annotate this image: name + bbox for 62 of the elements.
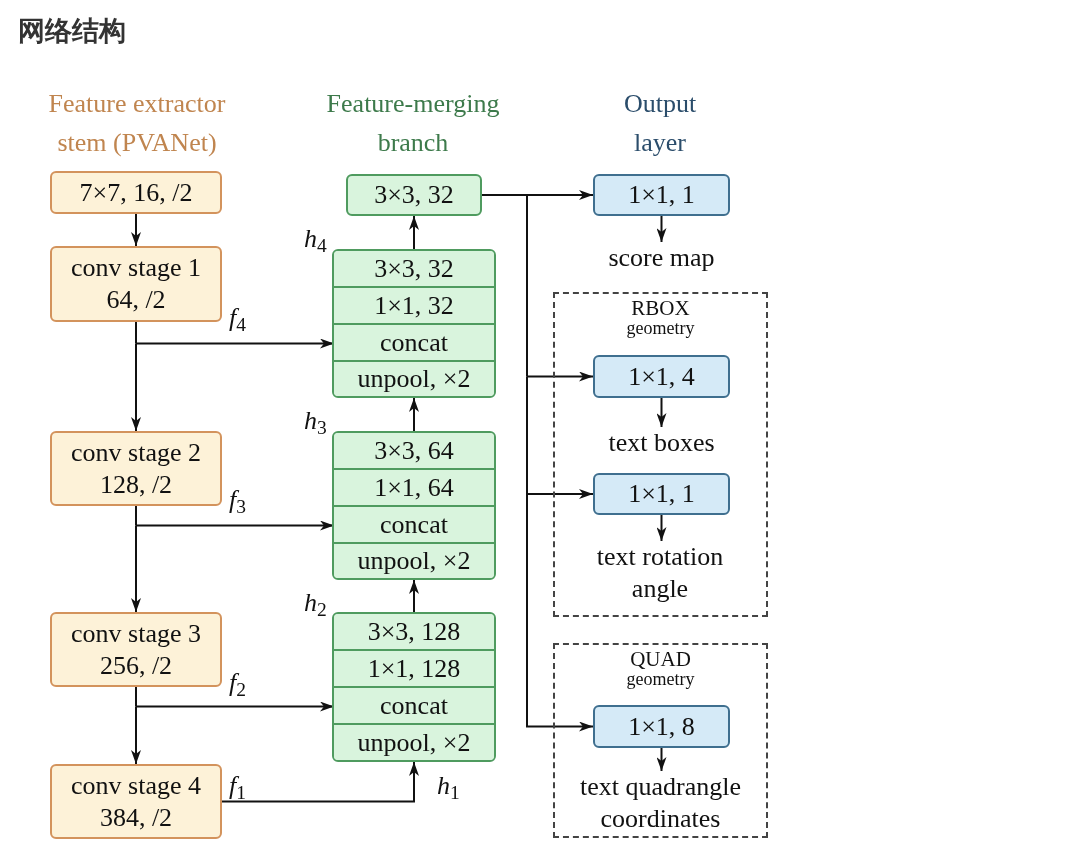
edge-label: f$_{1}$ bbox=[229, 771, 246, 801]
layer-box bbox=[50, 612, 222, 687]
arrow bbox=[656, 514, 667, 542]
arrow bbox=[656, 215, 667, 243]
layer-label: 256, /2 bbox=[99, 649, 173, 682]
layer-box: 1×1, 8 bbox=[593, 705, 730, 748]
arrow bbox=[409, 397, 419, 432]
edge-label: f$_{3}$ bbox=[229, 485, 246, 515]
arrow bbox=[131, 705, 141, 765]
group-subtitle: geometry bbox=[626, 670, 695, 688]
column-heading: Output layer bbox=[622, 88, 698, 159]
arrow bbox=[131, 213, 141, 247]
layer-stack bbox=[332, 612, 496, 762]
layer-row: 3×3, 64 bbox=[334, 433, 494, 470]
column-heading: Feature extractor stem (PVANet) bbox=[47, 88, 227, 159]
layer-box: 1×1, 1 bbox=[593, 473, 730, 515]
arrow bbox=[409, 579, 419, 613]
arrow bbox=[526, 371, 594, 382]
layer-label: 128, /2 bbox=[99, 468, 173, 501]
layer-row: 3×3, 32 bbox=[334, 251, 494, 288]
output-label: text rotation angle bbox=[585, 541, 735, 607]
layer-stack bbox=[332, 431, 496, 580]
arrow bbox=[656, 747, 667, 772]
layer-label: 384, /2 bbox=[99, 801, 173, 834]
feature-label: h$_{4}$ bbox=[304, 224, 327, 254]
arrow bbox=[526, 190, 594, 200]
layer-box: 7×7, 16, /2 bbox=[50, 171, 222, 214]
layer-stack bbox=[332, 249, 496, 398]
feature-label: h$_{1}$ bbox=[437, 771, 461, 801]
output-label: text boxes bbox=[598, 427, 725, 461]
layer-box: 3×3, 32 bbox=[346, 174, 482, 216]
edge-label: f$_{4}$ bbox=[229, 303, 246, 333]
layer-label: 64, /2 bbox=[106, 284, 166, 316]
feature-label: h$_{2}$ bbox=[304, 588, 327, 618]
layer-row: 3×3, 128 bbox=[334, 614, 494, 651]
group-subtitle: geometry bbox=[626, 319, 695, 337]
layer-label: conv stage 1 bbox=[71, 252, 201, 284]
column-heading: Feature-merging branch bbox=[325, 88, 501, 159]
layer-box: 1×1, 1 bbox=[593, 174, 730, 216]
dashed-group bbox=[553, 292, 768, 617]
arrow bbox=[409, 215, 419, 250]
arrow bbox=[131, 342, 141, 432]
arrow bbox=[526, 489, 594, 499]
layer-label: conv stage 2 bbox=[71, 436, 201, 469]
group-title: QUAD bbox=[630, 649, 691, 670]
layer-box: 1×1, 4 bbox=[593, 355, 730, 398]
feature-label: h$_{3}$ bbox=[304, 406, 327, 436]
layer-label: conv stage 4 bbox=[71, 769, 201, 802]
output-label: score map bbox=[598, 242, 725, 276]
page-title: 网络结构 bbox=[18, 14, 126, 48]
layer-box bbox=[50, 246, 222, 322]
layer-label: conv stage 3 bbox=[71, 617, 201, 650]
edge-label: f$_{2}$ bbox=[229, 668, 246, 698]
group-title: RBOX bbox=[631, 298, 690, 319]
arrow bbox=[131, 524, 141, 613]
arrow bbox=[221, 761, 419, 803]
layer-box bbox=[50, 431, 222, 506]
arrow bbox=[526, 493, 594, 732]
dashed-group bbox=[553, 643, 768, 838]
layer-box bbox=[50, 764, 222, 839]
arrow bbox=[656, 397, 667, 428]
output-label: text quadrangle coordinates bbox=[573, 771, 748, 835]
